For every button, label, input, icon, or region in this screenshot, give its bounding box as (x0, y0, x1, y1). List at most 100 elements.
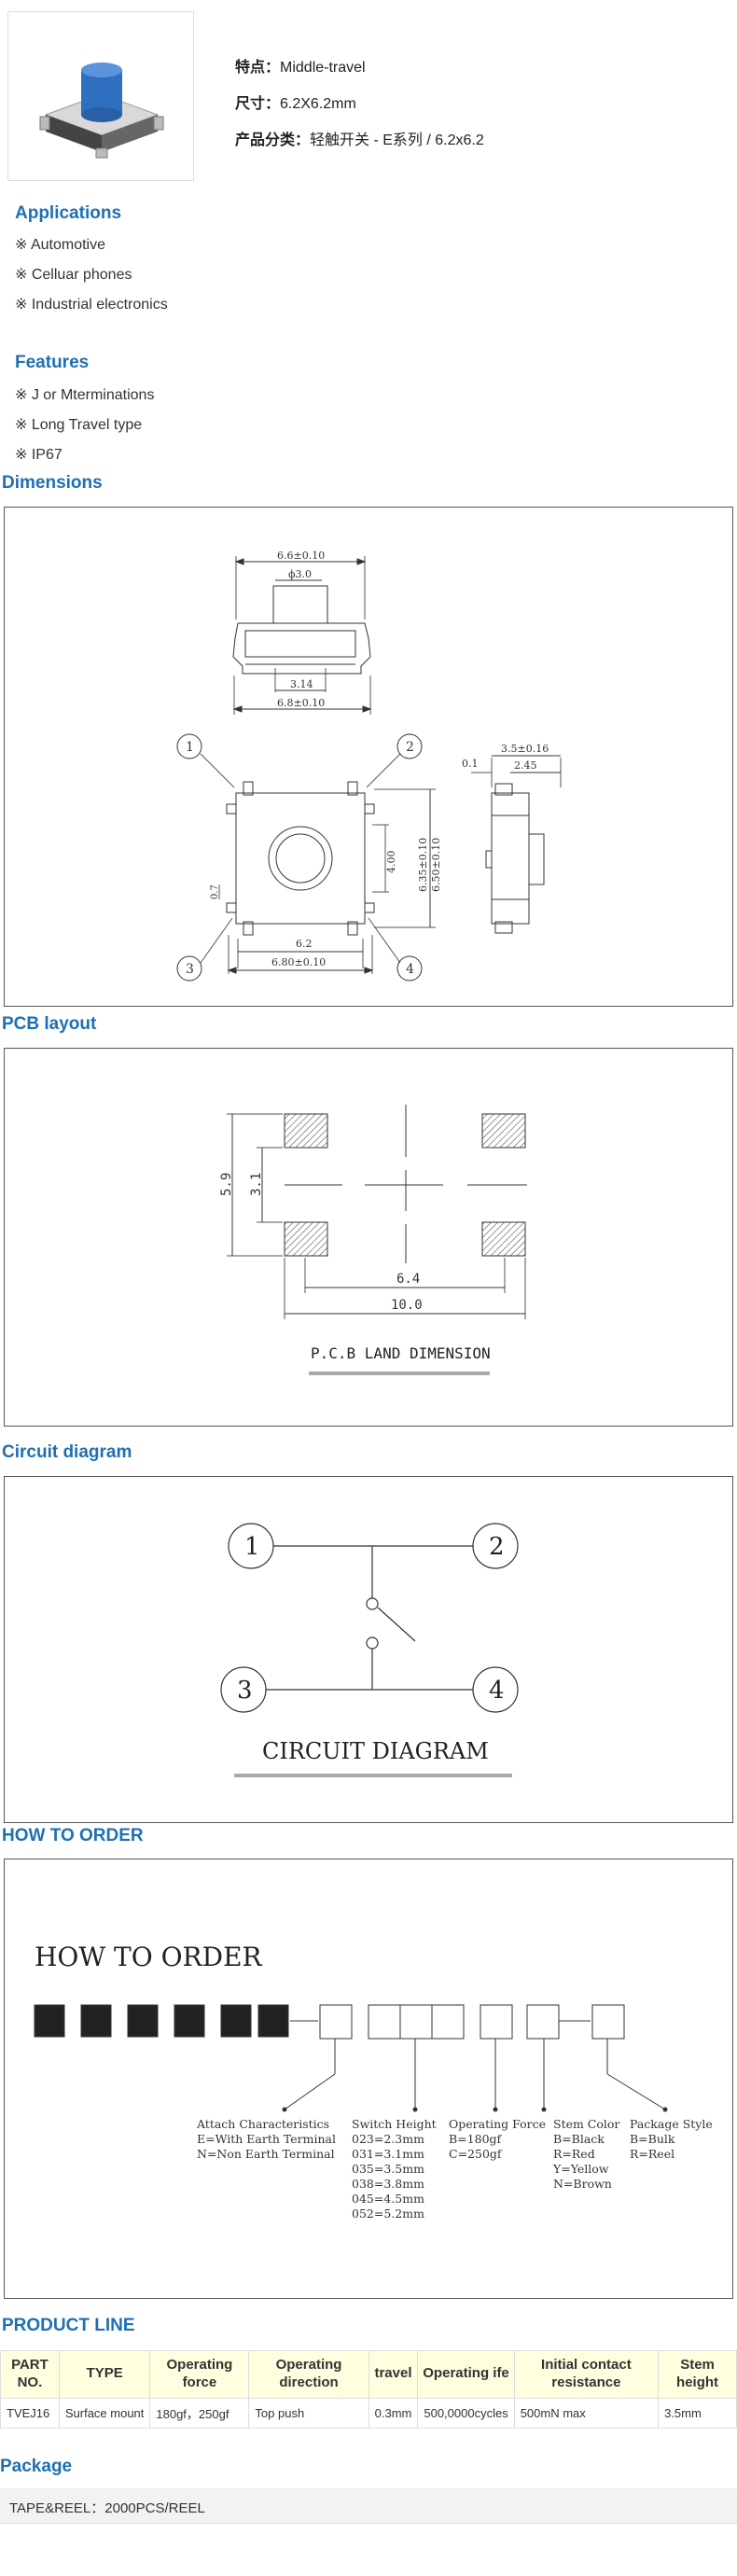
dim-w-62: 6.2 (296, 938, 313, 950)
order-char-v: V (88, 2011, 104, 2034)
order-char-1: 1 (229, 2011, 242, 2034)
note-color-n: N=Brown (553, 2177, 612, 2191)
header-part-no: PART NO. (0, 2350, 60, 2399)
application-item: ※ Industrial electronics (15, 297, 168, 313)
product-line-table: PART NO. TYPE Operating force Operating … (0, 2350, 737, 2429)
dim-side-left: 0.1 (462, 758, 479, 770)
note-height-title: Switch Height (352, 2117, 437, 2131)
package-value: TAPE&REEL：2000PCS/REEL (9, 2500, 205, 2516)
cell-travel: 0.3mm (368, 2397, 419, 2429)
circuit-pin-4: 4 (489, 1677, 505, 1705)
note-height-052: 052=5.2mm (352, 2207, 424, 2221)
note-height-038: 038=3.8mm (352, 2177, 424, 2191)
dim-bottom-width: 6.8±0.10 (277, 697, 325, 709)
dim-inner: 3.14 (290, 678, 313, 690)
table-header-row: PART NO. TYPE Operating force Operating … (0, 2350, 737, 2399)
circuit-svg: 1 2 3 4 CIRCUIT DIAGRAM (220, 1523, 519, 1777)
applications-title: Applications (15, 203, 122, 223)
dim-stem-dia: ϕ3.0 (288, 568, 312, 580)
pcb-w-64: 6.4 (396, 1272, 420, 1287)
note-color-y: Y=Yellow (552, 2162, 609, 2176)
product-thumbnail[interactable] (7, 11, 194, 181)
size-line: 尺寸：6.2X6.2mm (235, 91, 356, 113)
circuit-title: Circuit diagram (2, 1442, 132, 1462)
dim-h-635: 6.35±0.10 (417, 838, 429, 892)
pcb-svg: 5.9 3.1 6.4 10.0 P.C.B LAND DIMENSION (219, 1105, 527, 1375)
cell-operating-direction: Top push (248, 2397, 369, 2429)
pad-top-left (284, 1113, 328, 1149)
feature-label: 特点： (235, 60, 281, 76)
pcb-title: PCB layout (2, 1014, 97, 1034)
category-value[interactable]: 轻触开关 - E系列 / 6.2x6.2 (310, 132, 484, 148)
cell-operating-force: 180gf，250gf (149, 2397, 250, 2429)
header-operating-force: Operating force (149, 2350, 250, 2399)
package-row: TAPE&REEL：2000PCS/REEL (0, 2488, 737, 2524)
note-package-r: R=Reel (630, 2147, 674, 2161)
pcb-drawing: 5.9 3.1 6.4 10.0 P.C.B LAND DIMENSION (4, 1048, 733, 1427)
cell-contact-resistance: 500mN max (513, 2397, 660, 2429)
pcb-w-100: 10.0 (391, 1298, 423, 1313)
note-height-031: 031=3.1mm (352, 2147, 424, 2161)
note-attach-e: E=With Earth Terminal (197, 2132, 336, 2146)
dimensions-title: Dimensions (2, 473, 103, 493)
side-view (471, 755, 562, 934)
circuit-caption: CIRCUIT DIAGRAM (262, 1738, 489, 1764)
application-item: ※ Celluar phones (15, 267, 132, 283)
dim-side-top: 3.5±0.16 (501, 743, 549, 755)
header-contact-resistance: Initial contact resistance (513, 2350, 660, 2399)
features-title: Features (15, 353, 90, 372)
note-force-c: C=250gf (449, 2147, 503, 2161)
note-package-b: B=Bulk (630, 2132, 675, 2146)
note-color-title: Stem Color (553, 2117, 619, 2131)
order-char-e: E (135, 2011, 150, 2034)
dim-top-width: 6.6±0.10 (277, 550, 325, 562)
note-height-035: 035=3.5mm (352, 2162, 424, 2176)
header-stem-height: Stem height (658, 2350, 737, 2399)
dim-w-680: 6.80±0.10 (271, 956, 326, 968)
pad-bottom-left (284, 1221, 328, 1257)
feature-item: ※ IP67 (15, 447, 63, 463)
pin-2-label: 2 (406, 740, 414, 755)
table-row: TVEJ16 Surface mount 180gf，250gf Top pus… (0, 2397, 737, 2429)
order-svg: HOW TO ORDER T V E J 1 6 (34, 1942, 713, 2221)
circuit-drawing: 1 2 3 4 CIRCUIT DIAGRAM (4, 1476, 733, 1823)
feature-item: ※ Long Travel type (15, 417, 143, 433)
product-line-title: PRODUCT LINE (2, 2316, 135, 2335)
circuit-pin-2: 2 (489, 1533, 505, 1561)
pad-bottom-right (481, 1221, 526, 1257)
package-title: Package (0, 2457, 73, 2476)
note-package-title: Package Style (630, 2117, 713, 2131)
circuit-pin-1: 1 (244, 1533, 260, 1561)
header-operating-direction: Operating direction (248, 2350, 369, 2399)
dim-side-mid: 2.45 (514, 759, 537, 772)
note-attach-n: N=Non Earth Terminal (197, 2147, 335, 2161)
pin-1-label: 1 (186, 740, 194, 755)
pcb-h-59: 5.9 (219, 1173, 234, 1196)
front-view (232, 556, 372, 715)
order-char-j: J (182, 2011, 192, 2034)
application-item: ※ Automotive (15, 237, 106, 253)
size-value: 6.2X6.2mm (280, 96, 356, 112)
switch-image-icon (39, 63, 164, 159)
header-travel: travel (368, 2350, 419, 2399)
dim-h-650: 6.50±0.10 (430, 838, 442, 892)
pad-top-right (481, 1113, 526, 1149)
note-force-b: B=180gf (449, 2132, 503, 2146)
order-heading: HOW TO ORDER (35, 1942, 263, 1972)
cell-part-no: TVEJ16 (0, 2397, 60, 2429)
size-label: 尺寸： (235, 96, 281, 112)
feature-value: Middle-travel (280, 60, 366, 76)
order-title: HOW TO ORDER (2, 1826, 144, 1845)
dimensions-svg: 6.6±0.10 ϕ3.0 3.14 6.8±0.10 (176, 550, 562, 982)
note-force-title: Operating Force (449, 2117, 546, 2131)
pin-3-label: 3 (186, 962, 194, 977)
note-height-023: 023=2.3mm (352, 2132, 424, 2146)
category-label: 产品分类： (235, 132, 311, 148)
dimensions-drawing: 6.6±0.10 ϕ3.0 3.14 6.8±0.10 (4, 507, 733, 1007)
pcb-h-31: 3.1 (249, 1173, 264, 1196)
dim-h-400: 4.00 (385, 851, 397, 874)
feature-line: 特点：Middle-travel (235, 54, 366, 77)
category-line: 产品分类：轻触开关 - E系列 / 6.2x6.2 (235, 127, 484, 149)
circuit-pin-3: 3 (237, 1677, 253, 1705)
note-color-b: B=Black (553, 2132, 605, 2146)
